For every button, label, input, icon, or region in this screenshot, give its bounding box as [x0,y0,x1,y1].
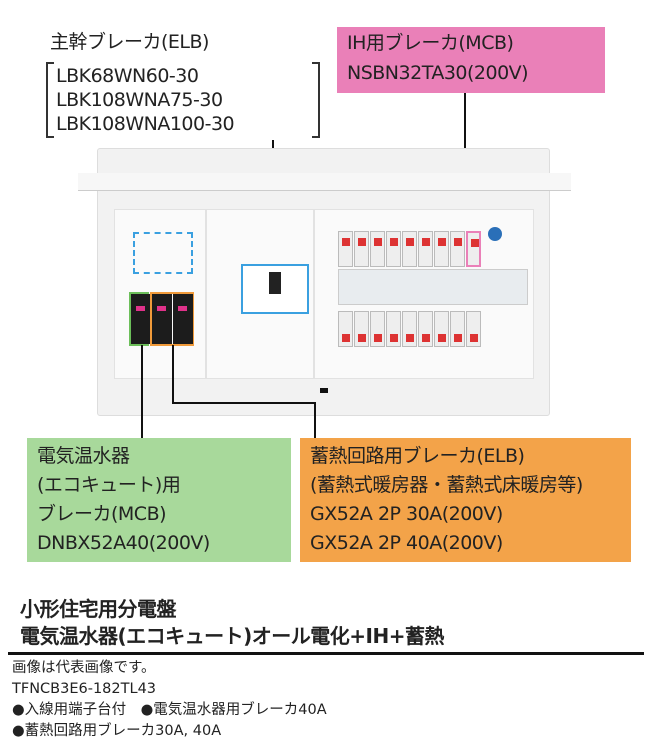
model: LBK68WN60-30 [56,65,199,87]
product-notes: 画像は代表画像です。 TFNCB3E6-182TL43 ●入線用端子台付 ●電気… [12,658,327,742]
note: 画像は代表画像です。 [12,660,156,676]
leader-storage [172,345,174,403]
model: LBK108WNA75-30 [56,89,223,111]
title-line: 小形住宅用分電盤 [20,597,176,621]
branch-breaker[interactable] [386,311,401,347]
callout-line: (エコキュート)用 [37,474,181,496]
ih-branch-breaker[interactable] [466,231,481,267]
divider [8,652,644,655]
branch-breaker[interactable] [466,311,481,347]
water-heater-breaker[interactable] [131,294,151,344]
ih-label: IH用ブレーカ(MCB) [347,32,514,54]
callout-line: ブレーカ(MCB) [37,503,167,525]
storage-callout: 蓄熱回路用ブレーカ(ELB) (蓄熱式暖房器・蓄熱式床暖房等) GX52A 2P… [300,438,631,562]
branch-breaker[interactable] [338,231,353,267]
branch-breaker[interactable] [402,231,417,267]
note: ●蓄熱回路用ブレーカ30A, 40A [12,723,222,739]
bracket-right [312,62,320,138]
model: LBK108WNA100-30 [56,113,235,135]
branch-breaker[interactable] [354,231,369,267]
callout-line: (蓄熱式暖房器・蓄熱式床暖房等) [310,474,583,496]
main-breaker[interactable] [241,264,309,314]
callout-line: GX52A 2P 30A(200V) [310,503,503,525]
branch-breaker[interactable] [354,311,369,347]
callout-line: 蓄熱回路用ブレーカ(ELB) [310,445,525,467]
callout-line: 電気温水器 [37,445,130,467]
branch-breaker[interactable] [418,231,433,267]
branch-breaker[interactable] [434,231,449,267]
product-title: 小形住宅用分電盤 電気温水器(エコキュート)オール電化+IH+蓄熱 [20,596,444,650]
branch-breaker[interactable] [450,231,465,267]
water-heater-callout: 電気温水器 (エコキュート)用 ブレーカ(MCB) DNBX52A40(200V… [27,438,291,562]
branch-breaker[interactable] [370,231,385,267]
logo-icon [488,227,502,241]
leader-water-heater [141,345,143,439]
storage-breaker-30a[interactable] [152,294,172,344]
note: ●入線用端子台付 ●電気温水器用ブレーカ40A [12,702,327,718]
callout-line: DNBX52A40(200V) [37,532,210,554]
branch-breaker[interactable] [418,311,433,347]
panel-cover [78,173,571,191]
branch-breaker[interactable] [450,311,465,347]
branch-breaker[interactable] [338,311,353,347]
main-breaker-switch[interactable] [269,272,281,294]
bracket-left [46,62,54,138]
ih-breaker-callout: IH用ブレーカ(MCB) NSBN32TA30(200V) [337,27,605,93]
lock-slot [320,388,328,393]
ih-model: NSBN32TA30(200V) [347,62,529,84]
model-number: TFNCB3E6-182TL43 [12,681,157,697]
branch-breaker[interactable] [402,311,417,347]
title-line: 電気温水器(エコキュート)オール電化+IH+蓄熱 [20,624,444,648]
storage-breaker-40a[interactable] [173,294,193,344]
branch-breaker[interactable] [386,231,401,267]
terminal-block [133,232,193,274]
callout-line: GX52A 2P 40A(200V) [310,532,503,554]
branch-breaker[interactable] [370,311,385,347]
distribution-panel [78,148,571,416]
circuit-label-strip [338,269,528,305]
main-breaker-models: LBK68WN60-30 LBK108WNA75-30 LBK108WNA100… [56,64,235,136]
branch-breaker[interactable] [434,311,449,347]
main-breaker-label: 主幹ブレーカ(ELB) [50,31,209,53]
